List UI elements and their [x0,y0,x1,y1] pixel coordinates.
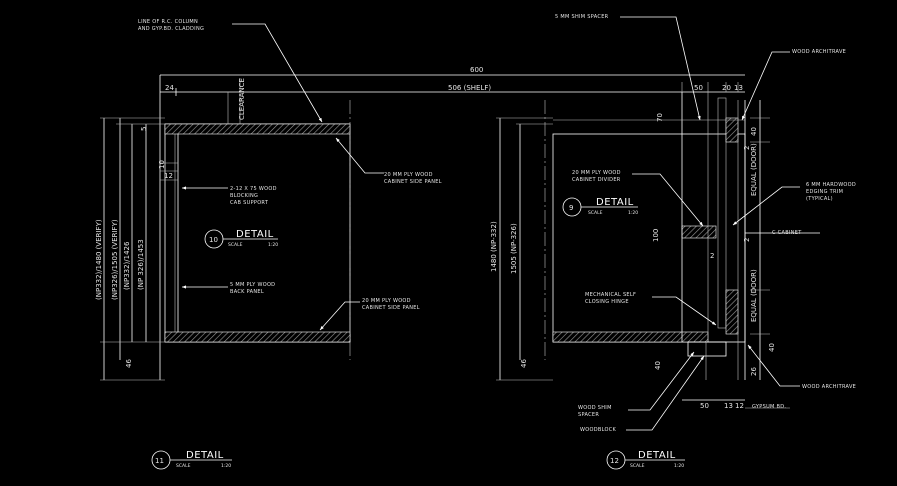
edging-line-2: EDGING TRIM [806,189,843,195]
detail-12-scale: SCALE [630,463,645,469]
detail-tag-11: 11 DETAIL SCALE 1:20 [151,450,232,470]
right-height-1: 1480 (NP-332) [490,221,498,272]
cabinet-axis: C CABINET [772,230,802,236]
dim-12-bottom: 12 [735,402,744,410]
dim-26: 26 [750,367,758,376]
dim-2-a: 2 [743,146,751,150]
column-note-line-2: AND GYP.BD. CLADDING [138,26,204,32]
top-side-panel [164,123,351,135]
detail-9-title: DETAIL [596,197,634,208]
bottom-side-panel [164,331,351,343]
detail-10-number: 10 [209,236,218,244]
woodblock: WOODBLOCK [580,427,617,433]
blocking-line-1: 2-12 X 75 WOOD [230,186,277,192]
dim-100: 100 [652,229,660,242]
detail-11-title: DETAIL [186,450,224,461]
blocking-line-2: BLOCKING [230,193,258,199]
detail-10-ratio: 1:20 [268,242,278,248]
detail-11-scale: SCALE [176,463,191,469]
detail-10-title: DETAIL [236,229,274,240]
side-panel-1-line-2: CABINET SIDE PANEL [384,179,442,185]
dim-10: 10 [158,160,166,169]
detail-9-number: 9 [569,204,573,212]
height-dim-3: (NP332)/1426 [123,241,131,290]
side-panel-2-line-1: 20 MM PLY WOOD [362,298,411,304]
dim-24: 24 [165,84,174,92]
back-panel-line-2: BACK PANEL [230,289,264,295]
dim-46-right: 46 [520,359,528,368]
drawing-detail-11 [100,23,745,381]
dim-12: 12 [164,172,173,180]
blocking-line-3: CAB SUPPORT [230,200,269,206]
cabinet-divider [681,225,717,239]
detail-9-ratio: 1:20 [628,210,638,216]
dim-40-bottom-left: 40 [654,361,662,370]
dim-40-bottom-right: 40 [768,343,776,352]
height-dim-2: (NP326)/1505 (VERIFY) [111,219,119,300]
dim-2-c: 2 [710,252,714,260]
drawing-detail-12 [496,16,820,431]
detail-12-ratio: 1:20 [674,463,684,469]
dim-20: 20 [722,84,731,92]
dim-50-bottom: 50 [700,402,709,410]
hinge-line-2: CLOSING HINGE [585,299,629,305]
dim-clearance: CLEARANCE [238,78,246,120]
wood-architrave-bottom: WOOD ARCHITRAVE [802,384,856,390]
detail-tag-9: 9 DETAIL SCALE 1:20 [562,197,638,217]
side-panel-1-line-1: 20 MM PLY WOOD [384,172,433,178]
dim-50-top: 50 [694,84,703,92]
edging-line-3: (TYPICAL) [806,196,833,202]
hinge-line-1: MECHANICAL SELF [585,292,636,298]
edging-line-1: 6 MM HARDWOOD [806,182,856,188]
wood-shim-line-1: WOOD SHIM [578,405,612,411]
dim-shelf-506: 506 (SHELF) [448,84,491,92]
column-note-line-1: LINE OF R.C. COLUMN [138,19,198,25]
detail-12-title: DETAIL [638,450,676,461]
detail-tag-10: 10 DETAIL SCALE 1:20 [204,229,278,249]
wood-shim-line-2: SPACER [578,412,599,418]
shim-spacer-top: 5 MM SHIM SPACER [555,14,609,20]
detail-12-number: 12 [610,457,619,465]
right-height-2: 1505 (NP-326) [510,223,518,274]
detail-10-scale: SCALE [228,242,243,248]
right-bottom-panel [552,331,709,343]
dim-5: 5 [140,127,148,131]
divider-line-2: CABINET DIVIDER [572,177,621,183]
equal-door-bottom: EQUAL (DOOR) [750,269,758,322]
dim-70: 70 [656,113,664,122]
divider-line-1: 20 MM PLY WOOD [572,170,621,176]
detail-11-number: 11 [155,457,164,465]
dim-13-bottom: 13 [724,402,733,410]
equal-door-top: EQUAL (DOOR) [750,143,758,196]
dim-40-top: 40 [750,127,758,136]
dim-2-b: 2 [743,238,751,242]
wood-architrave-top: WOOD ARCHITRAVE [792,49,846,55]
side-panel-2-line-2: CABINET SIDE PANEL [362,305,420,311]
detail-11-ratio: 1:20 [221,463,231,469]
detail-9-scale: SCALE [588,210,603,216]
detail-tag-12: 12 DETAIL SCALE 1:20 [606,450,685,470]
height-dim-1: (NP332)/1480 (VERIFY) [95,219,103,300]
dim-46-left: 46 [125,359,133,368]
height-dim-4: (NP 326)/1453 [137,239,145,290]
gypsum-board: GYPSUM BD. [752,404,786,410]
back-panel-line-1: 5 MM PLY WOOD [230,282,275,288]
dim-600: 600 [470,66,483,74]
dim-13: 13 [734,84,743,92]
